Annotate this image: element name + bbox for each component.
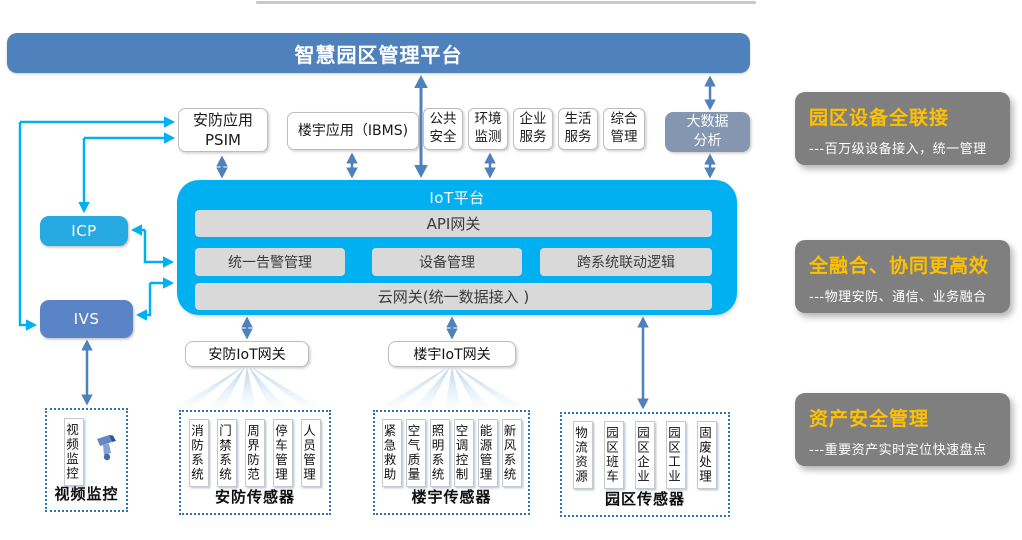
app-psim-line2: PSIM — [205, 131, 241, 149]
sensor-item: 园区企业 — [635, 421, 655, 489]
building-iot-gateway-label: 楼宇IoT网关 — [413, 347, 491, 363]
sensor-item: 空气质量 — [405, 419, 426, 487]
benefit-desc: ---百万级设备接入，统一管理 — [809, 142, 987, 157]
benefit-title: 资产安全管理 — [809, 408, 930, 430]
sensor-item: 空调控制 — [453, 419, 474, 487]
gateway-fan-right — [376, 367, 528, 410]
group-park-sensors-label: 园区传感器 — [604, 490, 685, 508]
benefit-title: 园区设备全联接 — [809, 107, 950, 129]
benefit-panel-device-connection: 园区设备全联接 ---百万级设备接入，统一管理 — [795, 92, 1010, 165]
benefit-desc: ---物理安防、通信、业务融合 — [809, 290, 987, 305]
module-cross-system-linkage-label: 跨系统联动逻辑 — [577, 255, 675, 271]
sensor-item: 门禁系统 — [217, 419, 237, 487]
ivs-label: IVS — [73, 310, 100, 328]
connector-icp-to-iot — [143, 230, 175, 268]
group-building-sensors-label: 楼宇传感器 — [411, 488, 492, 506]
app-psim-line1: 安防应用 — [192, 110, 253, 129]
benefit-title: 全融合、协同更高效 — [809, 255, 990, 277]
sensor-item: 园区工业 — [666, 421, 686, 489]
group-security-sensors: 消防系统 门禁系统 周界防范 停车管理 人员管理 安防传感器 — [179, 410, 331, 515]
app-ibms-label: 楼宇应用（IBMS) — [297, 122, 409, 139]
app-public-safety: 公共安全 — [423, 108, 463, 150]
security-iot-gateway-label: 安防IoT网关 — [208, 347, 286, 363]
sensor-item: 人员管理 — [301, 419, 321, 487]
sensor-item: 周界防范 — [245, 419, 265, 487]
module-cross-system-linkage: 跨系统联动逻辑 — [540, 248, 712, 276]
icp-node: ICP — [40, 216, 128, 246]
app-ibms: 楼宇应用（IBMS) — [287, 112, 419, 150]
sensor-item: 固废处理 — [697, 421, 717, 489]
sensor-item: 停车管理 — [273, 419, 293, 487]
app-comprehensive-management-label: 综合管理 — [610, 111, 638, 145]
sensor-item: 紧急救助 — [381, 419, 402, 487]
bigdata-line2: 分析 — [693, 133, 722, 149]
sensor-item: 物流资源 — [573, 421, 593, 489]
iot-platform-title: IoT平台 — [429, 189, 485, 207]
surveillance-camera-icon — [97, 435, 116, 461]
cloud-gateway-label: 云网关(统一数据接入 ) — [377, 288, 530, 306]
app-psim-label: 安防应用 PSIM — [193, 110, 253, 151]
group-video-surveillance: 视频监控 视频监控 — [45, 408, 128, 512]
module-device-management: 设备管理 — [372, 248, 522, 276]
platform-banner: 智慧园区管理平台 — [7, 33, 750, 73]
app-psim: 安防应用 PSIM — [178, 108, 268, 152]
sensor-item: 能源管理 — [477, 419, 498, 487]
module-device-management-label: 设备管理 — [419, 255, 475, 271]
connector-to-ivs-left — [18, 122, 38, 331]
app-comprehensive-management: 综合管理 — [603, 108, 645, 150]
app-life-services: 生活服务 — [558, 108, 598, 150]
sensor-item: 园区班车 — [604, 421, 624, 489]
group-park-sensors: 物流资源 园区班车 园区企业 园区工业 固废处理 园区传感器 — [560, 412, 730, 517]
group-building-sensors: 紧急救助 空气质量 照明系统 空调控制 能源管理 新风系统 楼宇传感器 — [373, 410, 530, 515]
app-environment-monitoring: 环境监测 — [468, 108, 508, 150]
benefit-panel-convergence: 全融合、协同更高效 ---物理安防、通信、业务融合 — [795, 240, 1010, 313]
sensor-item: 消防系统 — [189, 419, 209, 487]
iot-platform: IoT平台 API网关 统一告警管理 设备管理 跨系统联动逻辑 云网关(统一数据… — [177, 180, 737, 315]
platform-banner-title: 智慧园区管理平台 — [294, 42, 463, 67]
app-environment-monitoring-label: 环境监测 — [474, 111, 502, 145]
bigdata-line1: 大数据 — [686, 114, 729, 131]
gateway-fan-left — [171, 367, 323, 410]
sensor-item: 照明系统 — [429, 419, 450, 487]
security-sensor-columns: 消防系统 门禁系统 周界防范 停车管理 人员管理 — [181, 419, 329, 487]
video-surveillance-item: 视频监控 — [64, 418, 84, 486]
benefit-desc: ---重要资产实时定位快速盘点 — [809, 443, 987, 458]
sensor-item: 新风系统 — [501, 419, 522, 487]
app-life-services-label: 生活服务 — [564, 111, 592, 145]
app-public-safety-label: 公共安全 — [429, 111, 457, 145]
top-divider — [256, 1, 756, 4]
api-gateway-label: API网关 — [426, 215, 481, 233]
benefit-panel-asset-security: 资产安全管理 ---重要资产实时定位快速盘点 — [795, 393, 1010, 466]
module-alarm-management-label: 统一告警管理 — [228, 255, 312, 271]
group-security-sensors-label: 安防传感器 — [214, 488, 295, 506]
cloud-gateway-bar: 云网关(统一数据接入 ) — [195, 283, 712, 310]
group-video-surveillance-label: 视频监控 — [54, 485, 119, 503]
building-sensor-columns: 紧急救助 空气质量 照明系统 空调控制 能源管理 新风系统 — [375, 419, 528, 487]
ivs-node: IVS — [40, 300, 133, 338]
park-sensor-columns: 物流资源 园区班车 园区企业 园区工业 固废处理 — [562, 421, 728, 489]
building-iot-gateway: 楼宇IoT网关 — [388, 341, 516, 367]
security-iot-gateway: 安防IoT网关 — [185, 341, 309, 367]
connector-iot-to-ivs — [135, 283, 152, 321]
api-gateway-bar: API网关 — [195, 210, 712, 237]
app-enterprise-services: 企业服务 — [513, 108, 553, 150]
app-enterprise-services-label: 企业服务 — [519, 111, 547, 145]
module-alarm-management: 统一告警管理 — [195, 248, 345, 276]
icp-label: ICP — [71, 222, 97, 240]
bigdata-analysis-node: 大数据 分析 — [665, 112, 750, 152]
